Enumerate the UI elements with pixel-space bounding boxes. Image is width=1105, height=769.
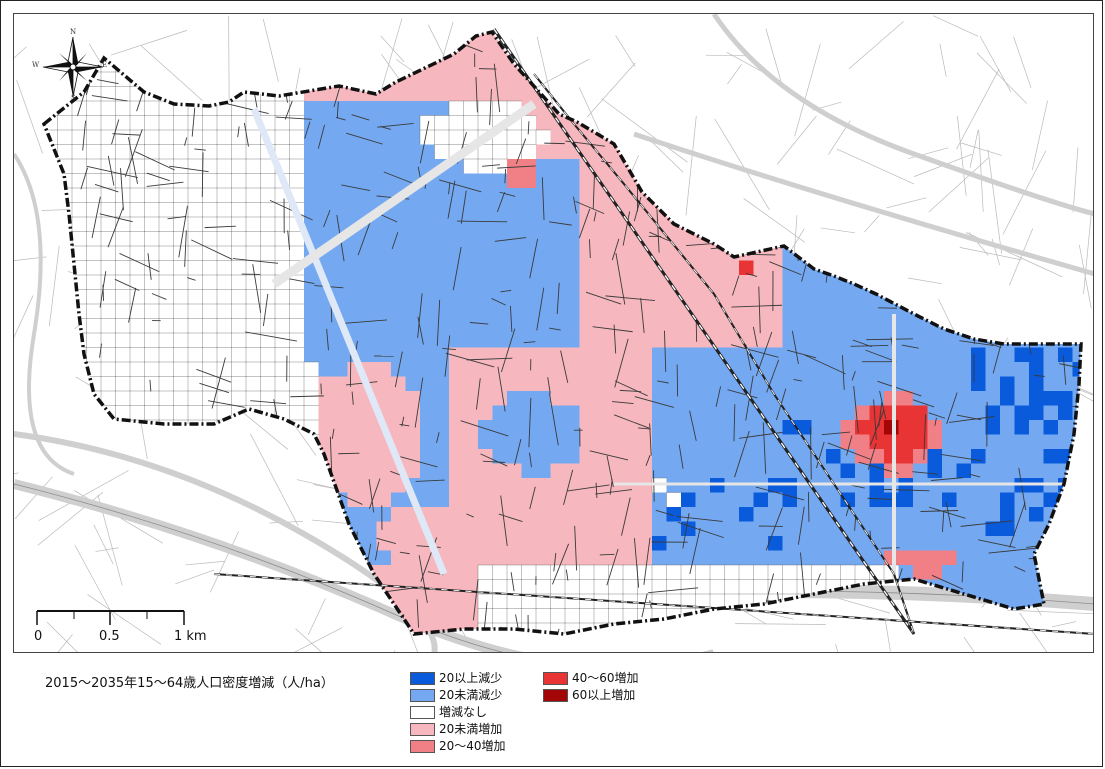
legend-item-increase-under-20: 20未満増加 [410,721,506,738]
legend-label: 20未満減少 [439,688,503,702]
legend-swatch [410,706,435,719]
legend-label: 60以上増加 [572,688,636,702]
scale-tick-0-5: 0.5 [99,629,120,644]
dense-street-network [77,34,1081,634]
scale-bar: 0 0.5 1 km [34,599,224,649]
compass-rose-icon [42,36,104,98]
legend-swatch [410,740,435,753]
compass-south-label: S [71,94,76,102]
legend-label: 20以上減少 [439,671,503,685]
legend-label: 20～40増加 [439,739,506,753]
railway-lines [213,28,1093,635]
legend-swatch [410,689,435,702]
legend-item-increase-60-plus: 60以上増加 [543,687,639,704]
study-area-boundary [41,30,1083,636]
compass-west-label: W [32,61,40,69]
compass-rose: N S E W [32,28,108,102]
compass-north-label: N [70,28,77,36]
scale-bar-graphic [36,610,185,625]
legend-column-1: 20以上減少 20未満減少 増減なし 20未満増加 20～40増加 [410,670,506,755]
legend-title: 2015～2035年15～64歳人口密度増減（人/ha） [45,676,334,691]
density-change-map[interactable] [14,14,1094,653]
legend-item-no-change: 増減なし [410,704,506,721]
legend-panel: 2015～2035年15～64歳人口密度増減（人/ha） 20以上減少 20未満… [13,656,1094,768]
map-panel[interactable]: N S E W 0 0.5 1 km [13,13,1094,653]
legend-swatch [543,672,568,685]
legend-swatch [410,672,435,685]
legend-item-increase-40-60: 40～60増加 [543,670,639,687]
legend-item-decrease-20-plus: 20以上減少 [410,670,506,687]
scale-tick-1km: 1 km [174,629,207,644]
legend-item-increase-20-40: 20～40増加 [410,738,506,755]
legend-swatch [543,689,568,702]
legend-column-2: 40～60増加 60以上増加 [543,670,639,704]
legend-label: 増減なし [439,705,488,719]
legend-swatch [410,723,435,736]
scale-tick-0: 0 [34,629,43,644]
legend-item-decrease-under-20: 20未満減少 [410,687,506,704]
legend-label: 40～60増加 [572,671,639,685]
legend-label: 20未満増加 [439,722,503,736]
compass-east-label: E [102,61,108,69]
